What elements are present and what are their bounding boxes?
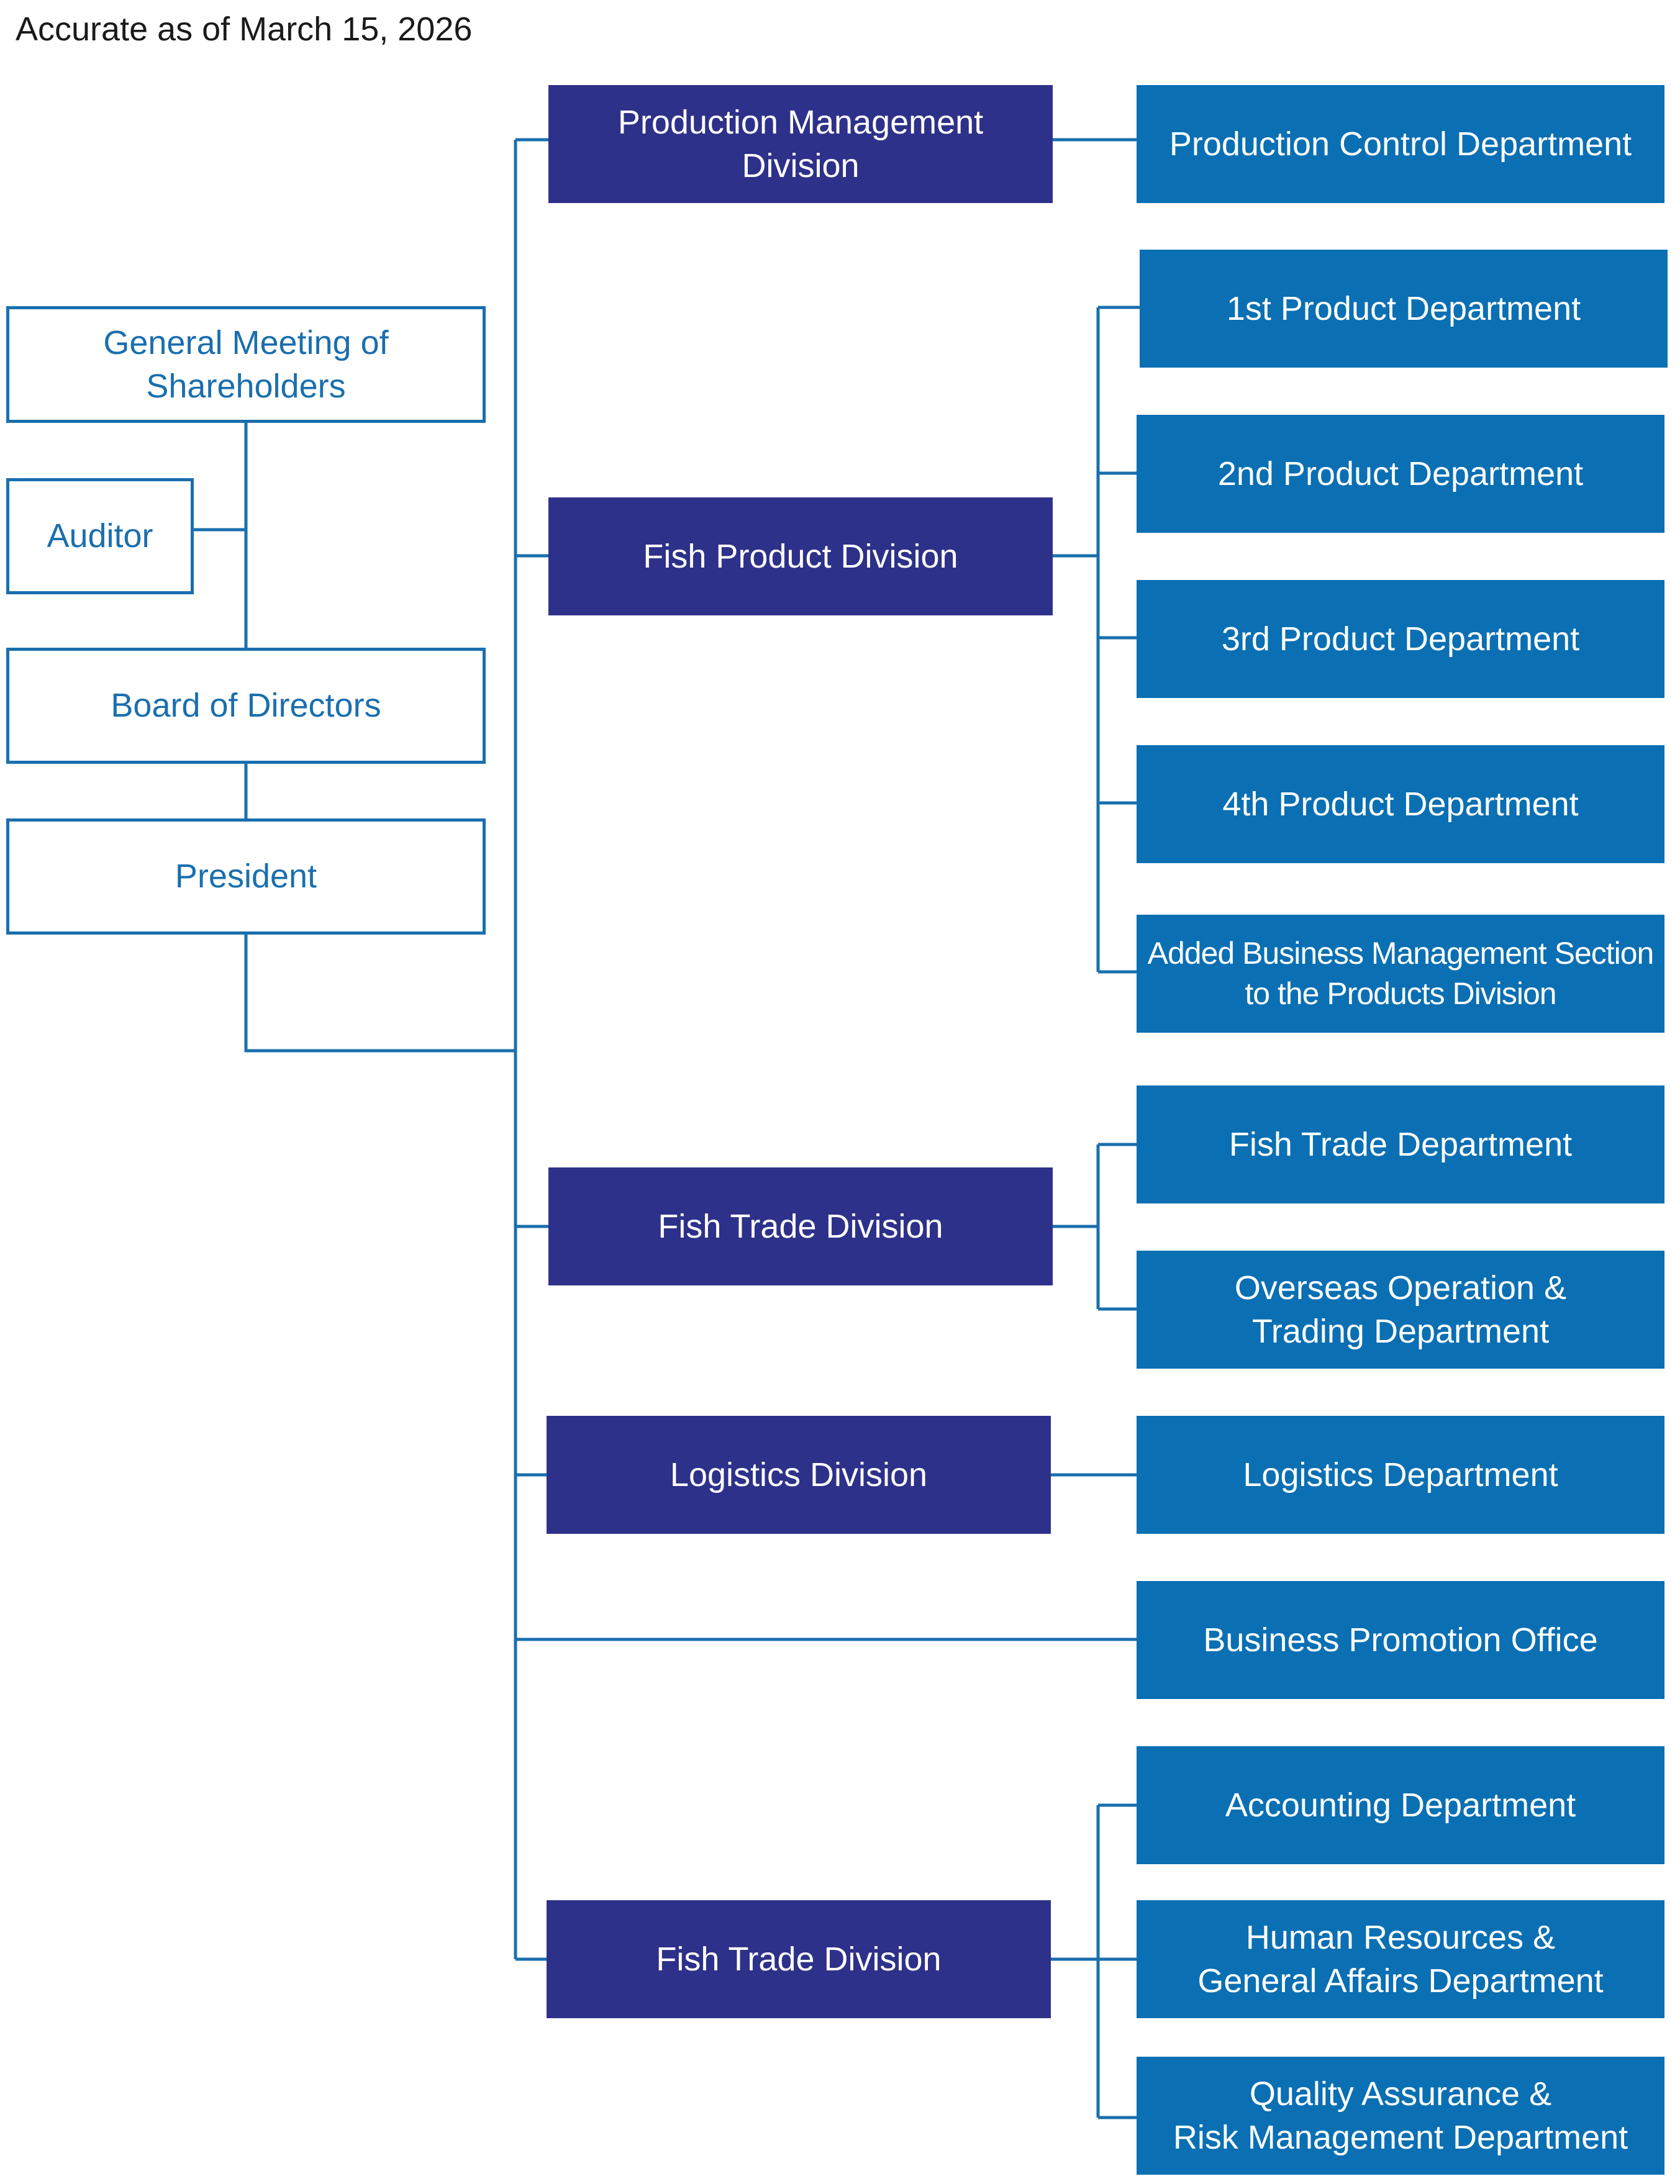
division-label: Production Management Division xyxy=(617,103,984,184)
dept-label: 3rd Product Department xyxy=(1221,620,1580,658)
dept-human-resources: Human Resources & General Affairs Depart… xyxy=(1137,1900,1664,2018)
shareholders-label: General Meeting of Shareholders xyxy=(103,324,389,405)
dept-label: 4th Product Department xyxy=(1222,785,1579,823)
dept-label: Human Resources & General Affairs Depart… xyxy=(1197,1918,1604,2000)
business-promotion-office: Business Promotion Office xyxy=(1137,1581,1664,1699)
division-label: Fish Trade Division xyxy=(658,1207,943,1245)
dept-overseas-operation: Overseas Operation & Trading Department xyxy=(1137,1251,1664,1369)
president-box: President xyxy=(6,818,486,935)
auditor-box: Auditor xyxy=(6,478,194,594)
dept-label: Business Promotion Office xyxy=(1203,1621,1598,1659)
dept-label: Fish Trade Department xyxy=(1228,1125,1573,1163)
dept-label: Quality Assurance & Risk Management Depa… xyxy=(1173,2075,1628,2156)
dept-1st-product: 1st Product Department xyxy=(1140,250,1668,368)
dept-label: Overseas Operation & Trading Department xyxy=(1234,1269,1567,1350)
division-fish-trade-admin: Fish Trade Division xyxy=(547,1900,1051,2018)
connector-president-trunk xyxy=(244,933,515,1053)
dept-4th-product: 4th Product Department xyxy=(1137,745,1664,863)
dept-3rd-product: 3rd Product Department xyxy=(1137,580,1664,698)
dept-production-control: Production Control Department xyxy=(1137,85,1664,203)
auditor-label: Auditor xyxy=(47,517,153,555)
as-of-date-note: Accurate as of March 15, 2026 xyxy=(16,11,473,48)
board-box: Board of Directors xyxy=(6,648,486,764)
dept-fish-trade: Fish Trade Department xyxy=(1137,1085,1664,1203)
division-label: Fish Trade Division xyxy=(656,1940,942,1978)
dept-2nd-product: 2nd Product Department xyxy=(1137,415,1664,533)
division-logistics: Logistics Division xyxy=(547,1416,1051,1534)
dept-label: Logistics Department xyxy=(1243,1456,1558,1493)
dept-label: Accounting Department xyxy=(1225,1786,1576,1824)
division-production-management: Production Management Division xyxy=(548,85,1053,203)
shareholders-box: General Meeting of Shareholders xyxy=(6,306,486,423)
dept-accounting: Accounting Department xyxy=(1137,1746,1664,1864)
board-label: Board of Directors xyxy=(111,687,381,725)
president-label: President xyxy=(175,858,317,895)
division-fish-product: Fish Product Division xyxy=(548,497,1053,615)
dept-label: Production Control Department xyxy=(1169,125,1632,163)
dept-label: 2nd Product Department xyxy=(1217,455,1584,492)
division-label: Logistics Division xyxy=(670,1456,928,1493)
division-fish-trade: Fish Trade Division xyxy=(548,1167,1053,1285)
division-label: Fish Product Division xyxy=(643,537,958,575)
dept-quality-assurance: Quality Assurance & Risk Management Depa… xyxy=(1137,2057,1664,2175)
dept-logistics: Logistics Department xyxy=(1137,1416,1664,1534)
dept-added-business-section: Added Business Management Section to the… xyxy=(1137,915,1664,1033)
dept-label: 1st Product Department xyxy=(1226,289,1581,327)
dept-label: Added Business Management Section to the… xyxy=(1147,936,1655,1011)
